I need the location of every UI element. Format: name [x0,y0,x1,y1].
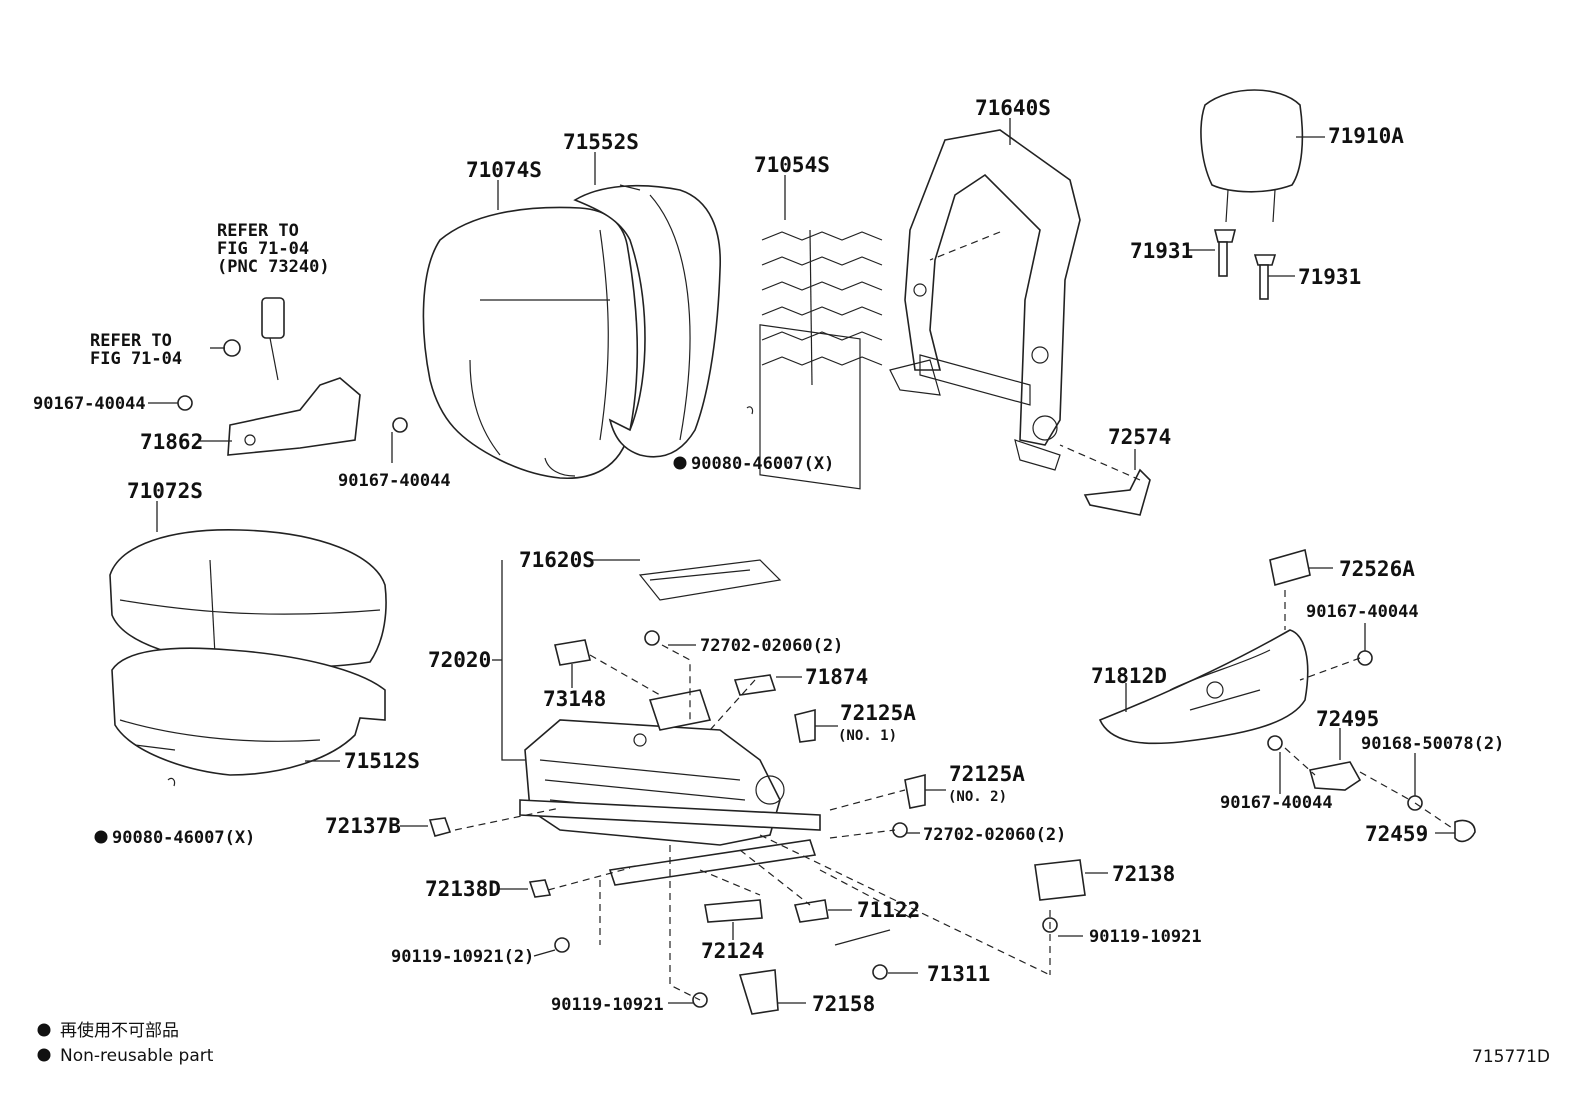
cushion-pad-drawing [111,647,386,776]
label-72125A-no2-note: (NO. 2) [948,789,1007,805]
label-71910A: 71910A [1328,124,1404,148]
seatback-pad-drawing [573,184,721,458]
label-90167-40044-right-bottom: 90167-40044 [1220,793,1333,813]
label-72574: 72574 [1108,425,1171,449]
label-72125A-no2: 72125A [949,762,1025,786]
belt-bracket-drawing [177,297,408,456]
label-72158: 72158 [812,992,875,1016]
label-71862: 71862 [140,430,203,454]
leader-lines [148,118,1455,1004]
label-71552S: 71552S [563,130,639,154]
label-72526A: 72526A [1339,557,1415,581]
label-72702-02060-upper: 72702-02060(2) [700,636,843,656]
refer-to-2-line1: REFER TO [90,331,172,351]
label-90167-40044-right-top: 90167-40044 [1306,602,1419,622]
label-72124: 72124 [701,939,764,963]
small-parts-drawing [167,406,1423,1015]
label-72702-02060-lower: 72702-02060(2) [923,825,1066,845]
seatback-frame-drawing [889,129,1081,471]
spring-mat-drawing [759,229,883,490]
legend-text-en: Non-reusable part [60,1046,214,1066]
non-reusable-bullet-1 [673,456,687,470]
cushion-cover-drawing [109,529,387,668]
label-71311: 71311 [927,962,990,986]
label-72138: 72138 [1112,862,1175,886]
label-72459: 72459 [1365,822,1428,846]
label-73148: 73148 [543,687,606,711]
assembly-dashed-lines [454,231,1456,1001]
label-90168-50078: 90168-50078(2) [1361,734,1504,754]
label-71620S: 71620S [519,548,595,572]
legend-bullet-jp [37,1023,51,1037]
label-71640S: 71640S [975,96,1051,120]
label-71931-lower: 71931 [1298,265,1361,289]
side-shield-drawing [1098,548,1476,843]
label-90119-10921-bottom: 90119-10921 [551,995,664,1015]
label-90167-40044-bottom: 90167-40044 [338,471,451,491]
refer-to-1-line2: FIG 71-04 [217,239,309,259]
seat-track-drawing [519,559,821,886]
label-71072S: 71072S [127,479,203,503]
label-90119-10921-2: 90119-10921(2) [391,947,534,967]
label-72495: 72495 [1316,707,1379,731]
legend-bullet-en [37,1048,51,1062]
non-reusable-bullet-2 [94,830,108,844]
label-90167-40044-left: 90167-40044 [33,394,146,414]
headrest-drawing [1200,89,1304,300]
label-72137B: 72137B [325,814,401,838]
refer-to-1-line3: (PNC 73240) [217,257,330,277]
label-71054S: 71054S [754,153,830,177]
label-72125A-no1-note: (NO. 1) [838,728,897,744]
label-90080-46007-lower: 90080-46007(X) [112,828,255,848]
legend: 再使用不可部品 Non-reusable part [37,1020,214,1066]
label-72138D: 72138D [425,877,501,901]
label-71931-upper: 71931 [1130,239,1193,263]
figure-id: 715771D [1472,1047,1550,1067]
label-71512S: 71512S [344,749,420,773]
label-71074S: 71074S [466,158,542,182]
refer-to-1-line1: REFER TO [217,221,299,241]
seatback-cover-drawing [422,206,639,480]
legend-text-jp: 再使用不可部品 [60,1020,179,1041]
label-71812D: 71812D [1091,664,1167,688]
part-labels: 71640S 71910A 71552S 71074S 71054S 71931… [33,96,1504,1016]
label-90080-46007-upper: 90080-46007(X) [691,454,834,474]
label-90119-10921-right: 90119-10921 [1089,927,1202,947]
label-72020: 72020 [428,648,491,672]
refer-to-2-line2: FIG 71-04 [90,349,182,369]
label-71874: 71874 [805,665,868,689]
label-71122: 71122 [857,898,920,922]
label-72125A-no1: 72125A [840,701,916,725]
